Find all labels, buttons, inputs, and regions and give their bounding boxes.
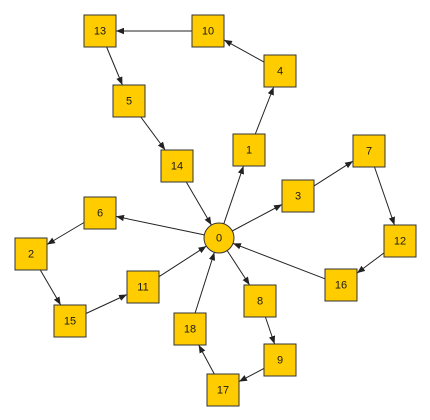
node-square-shape [263,343,297,377]
node-square-shape [53,304,87,338]
edge-13-to-5 [106,46,123,86]
node-label: 7 [366,146,372,158]
node-label: 12 [394,236,406,248]
node-square-shape [232,133,266,167]
node-label: 0 [216,233,222,245]
node-18: 18 [173,312,207,346]
node-12: 12 [383,224,417,258]
node-10: 10 [191,14,225,48]
edge-14-to-0 [185,181,212,226]
node-label: 2 [28,249,34,261]
node-label: 1 [246,145,252,157]
edge-11-to-0 [158,245,207,278]
node-8: 8 [243,284,277,318]
node-3: 3 [281,179,315,213]
node-label: 9 [277,355,283,367]
edge-8-to-9 [264,316,276,345]
edges-layer [39,27,395,383]
node-7: 7 [352,134,386,168]
edge-0-to-3 [231,204,283,232]
node-label: 13 [94,26,106,38]
node-square-shape [243,284,277,318]
node-square-shape [126,270,160,304]
edge-15-to-11 [85,294,128,314]
node-label: 5 [126,96,132,108]
node-square-shape [83,14,117,48]
node-square-shape [191,14,225,48]
edge-1-to-4 [254,86,275,135]
node-5: 5 [112,84,146,118]
node-4: 4 [263,54,297,88]
node-label: 11 [137,282,148,294]
node-square-shape [160,149,194,183]
edge-0-to-1 [223,165,244,224]
node-circle-shape [203,222,235,254]
edge-9-to-17 [238,367,265,383]
node-label: 14 [171,161,183,173]
node-label: 18 [184,324,196,336]
node-label: 17 [217,385,229,397]
node-square-shape [206,373,240,407]
node-label: 4 [277,66,283,78]
node-square-shape [383,224,417,258]
node-square-shape [83,196,117,230]
node-label: 8 [257,296,263,308]
node-13: 13 [83,14,117,48]
edge-4-to-10 [223,39,265,63]
node-label: 3 [295,191,301,203]
edge-12-to-16 [356,252,385,274]
edge-16-to-0 [232,242,326,280]
node-0: 0 [203,222,235,254]
node-square-shape [281,179,315,213]
edge-3-to-7 [313,160,354,187]
node-square-shape [14,237,48,271]
node-16: 16 [324,268,358,302]
node-label: 6 [97,208,103,220]
node-2: 2 [14,237,48,271]
node-label: 15 [64,316,76,328]
edge-5-to-14 [140,116,166,151]
node-label: 10 [202,26,214,38]
node-11: 11 [126,270,160,304]
edge-6-to-2 [46,222,85,245]
node-square-shape [112,84,146,118]
node-6: 6 [83,196,117,230]
edge-7-to-12 [374,166,395,226]
node-17: 17 [206,373,240,407]
edge-17-to-18 [198,344,215,375]
edge-2-to-15 [39,269,62,306]
node-1: 1 [232,133,266,167]
node-9: 9 [263,343,297,377]
edge-0-to-6 [115,214,205,236]
edge-18-to-0 [194,252,216,314]
node-square-shape [352,134,386,168]
node-square-shape [263,54,297,88]
node-label: 16 [335,280,347,292]
node-square-shape [173,312,207,346]
node-14: 14 [160,149,194,183]
edge-0-to-8 [226,250,251,286]
node-15: 15 [53,304,87,338]
node-square-shape [324,268,358,302]
